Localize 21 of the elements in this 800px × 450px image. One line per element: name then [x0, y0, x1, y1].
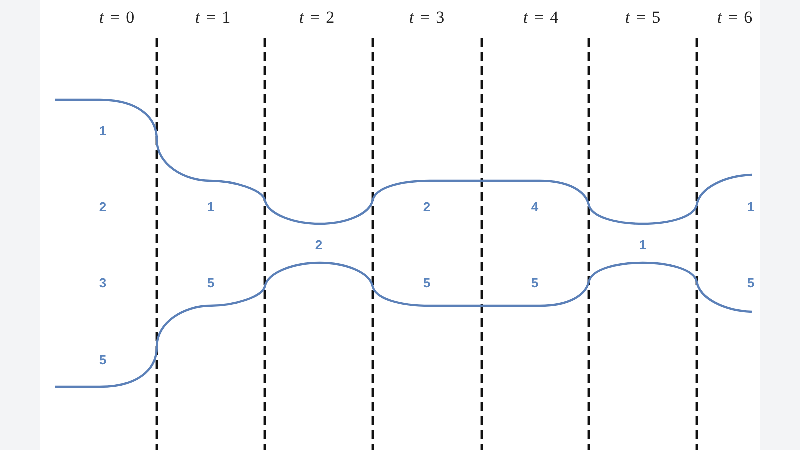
time-label: t = 4	[523, 8, 559, 28]
time-label: t = 3	[409, 8, 445, 28]
time-label: t = 2	[299, 8, 335, 28]
time-label: t = 1	[195, 8, 231, 28]
number-label: 1	[99, 124, 107, 140]
time-label: t = 0	[99, 8, 135, 28]
number-label: 2	[315, 238, 323, 254]
number-label: 2	[99, 200, 107, 216]
number-label: 5	[531, 276, 539, 292]
number-label: 4	[531, 200, 539, 216]
number-label: 5	[207, 276, 215, 292]
number-label: 5	[423, 276, 431, 292]
time-label: t = 6	[717, 8, 753, 28]
time-label: t = 5	[625, 8, 661, 28]
number-label: 5	[747, 276, 755, 292]
number-label: 5	[99, 354, 107, 368]
number-label: 1	[207, 200, 215, 216]
number-label: 1	[639, 238, 647, 254]
number-label: 3	[99, 276, 107, 292]
number-label: 1	[747, 200, 755, 216]
number-label: 2	[423, 200, 431, 216]
